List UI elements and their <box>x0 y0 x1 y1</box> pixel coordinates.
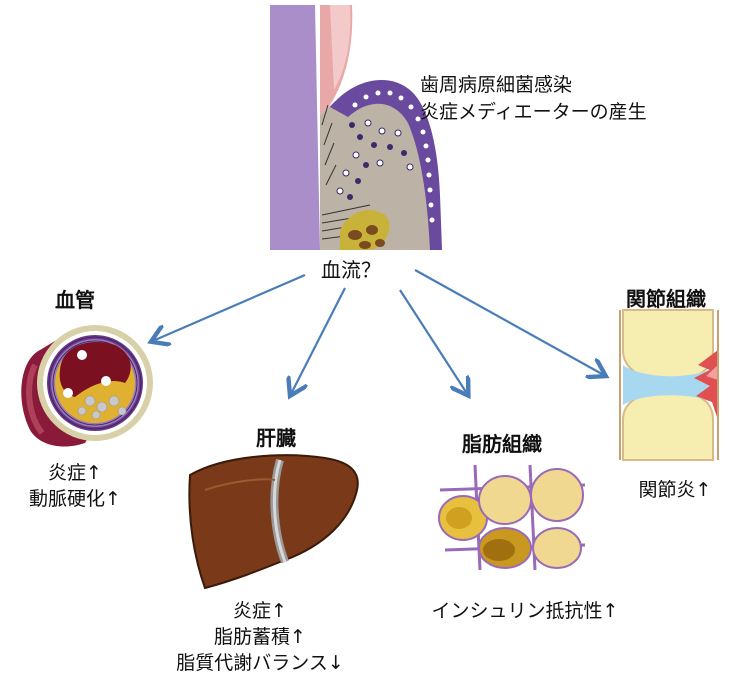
vessel-illustration <box>10 315 150 450</box>
liver-illustration <box>185 450 365 590</box>
joint-illustration <box>618 310 723 460</box>
vessel-effect-1: 炎症↑ <box>20 460 130 486</box>
vessel-effect-2: 動脈硬化↑ <box>5 486 145 512</box>
joint-effect-1: 関節炎↑ <box>625 477 725 503</box>
adipose-illustration <box>435 460 590 575</box>
liver-effect-3: 脂質代謝バランス↓ <box>140 650 380 676</box>
arrow-to-vessel <box>155 275 305 340</box>
adipose-title: 脂肪組織 <box>462 428 542 457</box>
liver-effect-2: 脂肪蓄積↑ <box>185 624 335 650</box>
vessel-title: 血管 <box>55 284 95 313</box>
arrow-to-adipose <box>400 290 466 392</box>
liver-effect-1: 炎症↑ <box>200 598 320 624</box>
liver-title: 肝臓 <box>256 422 296 451</box>
joint-title: 関節組織 <box>626 283 706 312</box>
arrow-to-liver <box>292 288 345 392</box>
adipose-effect-1: インシュリン抵抗性↑ <box>420 598 630 624</box>
